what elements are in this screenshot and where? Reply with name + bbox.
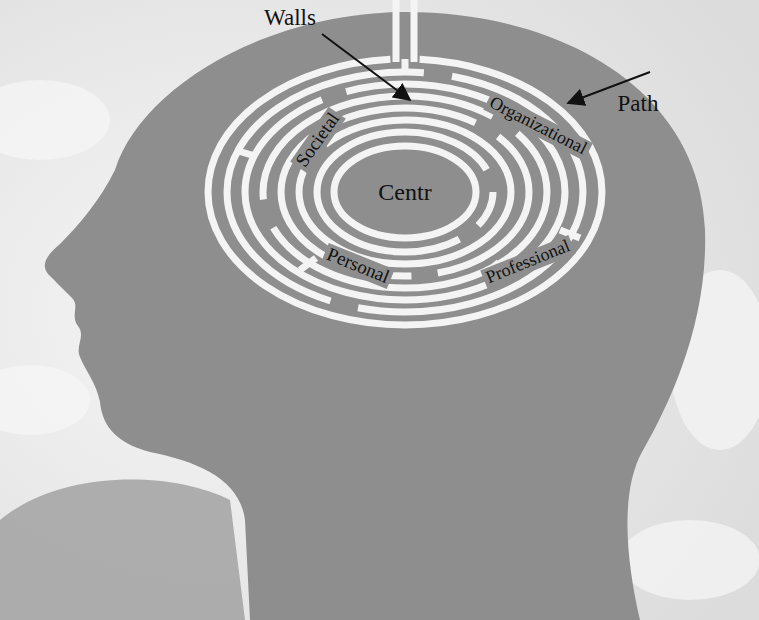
maze-walls (208, 0, 602, 325)
leader-arrows (322, 34, 650, 103)
center-circle: Centr (330, 142, 480, 242)
callout-label: Path (618, 91, 659, 116)
shoulder (0, 480, 245, 620)
node-text: Centr (378, 179, 431, 206)
callout-label: Walls (264, 5, 316, 30)
walls-arrow (322, 34, 410, 100)
center-ring (334, 146, 476, 238)
